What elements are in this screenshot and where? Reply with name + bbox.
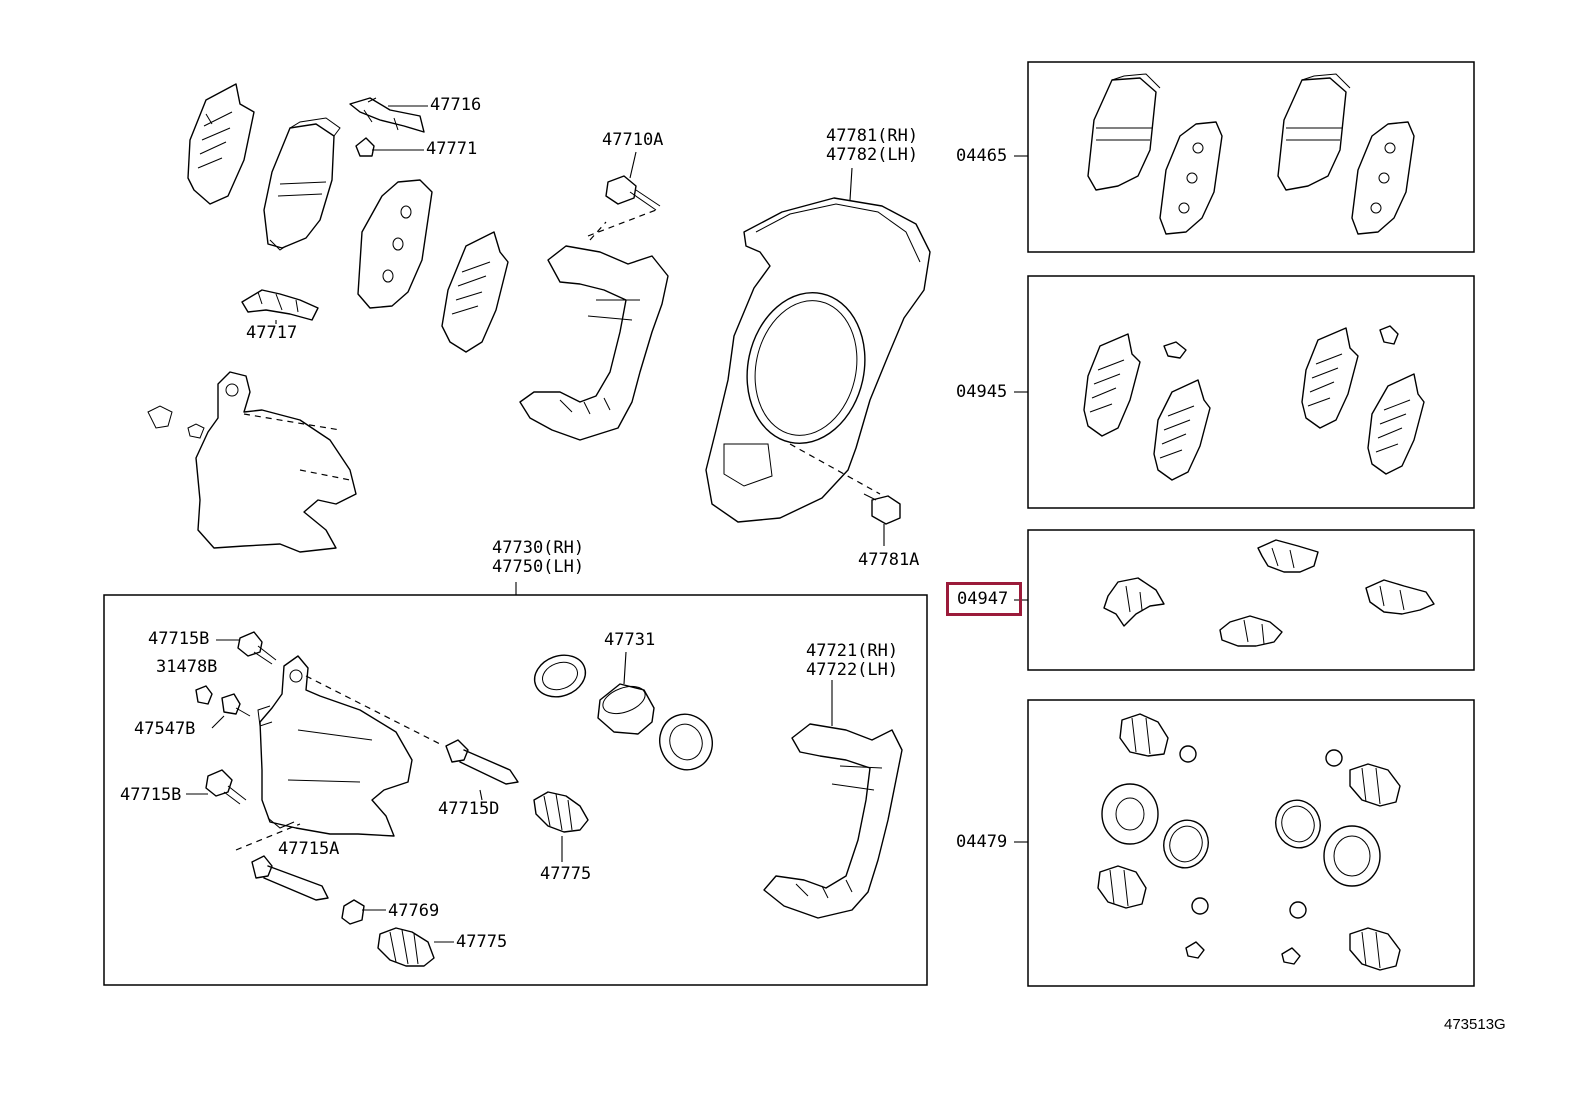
kit-04479-boot-ring-b[interactable]	[1323, 825, 1381, 887]
cylinder-boot-ring[interactable]	[652, 707, 720, 777]
callout-47750-lh: 47750(LH)	[492, 557, 585, 577]
clip-47716[interactable]	[349, 97, 425, 133]
kit-04945-clip-b[interactable]	[1379, 325, 1399, 345]
callout-47771: 47771	[426, 139, 478, 159]
kit-04479-boot-ring-a[interactable]	[1101, 783, 1159, 845]
callout-47782-lh: 47782(LH)	[826, 145, 919, 165]
callout-47775-bottom: 47775	[456, 932, 508, 952]
inner-shim-right[interactable]	[441, 231, 509, 353]
kit-04465-pad-a[interactable]	[1087, 73, 1161, 191]
bush-47769[interactable]	[341, 899, 365, 925]
piston-47731[interactable]	[597, 681, 655, 735]
callout-47716: 47716	[430, 95, 482, 115]
clip-47717[interactable]	[241, 289, 319, 321]
kit-04465-shim-a[interactable]	[1159, 121, 1223, 235]
callout-47781-rh: 47781(RH)	[826, 126, 919, 146]
guide-pin-47715D[interactable]	[445, 739, 519, 785]
kit-04947-clip-c[interactable]	[1365, 579, 1435, 615]
callout-47547B: 47547B	[134, 719, 196, 739]
kit-04479-boot-a[interactable]	[1119, 713, 1169, 757]
bolt-47715B-mid[interactable]	[205, 769, 247, 805]
caliper-bracket-47721	[519, 209, 669, 441]
callout-47715D: 47715D	[438, 799, 500, 819]
callout-47722-lh: 47722(LH)	[806, 660, 899, 680]
kit-04947-clip-d[interactable]	[1219, 615, 1283, 647]
kit-04945-shim-b[interactable]	[1153, 379, 1211, 481]
bolt-47781A[interactable]	[863, 493, 901, 525]
kit-04479-seal-a[interactable]	[1157, 814, 1215, 874]
kit-04479-boot-d[interactable]	[1349, 927, 1401, 971]
kit-box-04465	[1027, 61, 1475, 253]
kit-04479-boot-b[interactable]	[1349, 763, 1401, 807]
kit-04945-shim-a[interactable]	[1083, 333, 1141, 437]
kit-04945-shim-d[interactable]	[1367, 373, 1425, 475]
kit-04479-bush-b[interactable]	[1325, 749, 1343, 767]
kit-04479-seal-b[interactable]	[1269, 794, 1327, 854]
kit-04945-clip-a[interactable]	[1163, 341, 1187, 359]
kit-04479-plug-a[interactable]	[1185, 941, 1205, 959]
callout-47710A: 47710A	[602, 130, 664, 150]
kit-box-04479	[1027, 699, 1475, 987]
kit-04479-plug-b[interactable]	[1281, 947, 1301, 965]
callout-47717: 47717	[246, 323, 298, 343]
kit-label-04465[interactable]: 04465	[956, 146, 1008, 166]
boot-47775-mid[interactable]	[533, 791, 589, 833]
callout-47721-rh: 47721(RH)	[806, 641, 899, 661]
kit-04465-pad-b[interactable]	[1277, 73, 1351, 191]
piston-seal-47731-ring[interactable]	[529, 648, 592, 703]
kit-box-04945	[1027, 275, 1475, 509]
callout-47715B-top: 47715B	[148, 629, 210, 649]
kit-04479-bush-c[interactable]	[1191, 897, 1209, 915]
anti-squeal-shim[interactable]	[357, 179, 433, 309]
kit-04945-shim-c[interactable]	[1301, 327, 1359, 429]
inner-shim-left[interactable]	[187, 83, 255, 205]
selected-kit-highlight	[946, 582, 1022, 616]
kit-box-04947	[1027, 529, 1475, 671]
kit-04479-bush-d[interactable]	[1289, 901, 1307, 919]
callout-47715A: 47715A	[278, 839, 340, 859]
boot-47775-bottom[interactable]	[377, 927, 435, 967]
caliper-body[interactable]	[257, 655, 441, 837]
bleeder-cap-31478B[interactable]	[195, 685, 213, 705]
kit-label-04479[interactable]: 04479	[956, 832, 1008, 852]
mounting-bracket-47721[interactable]	[763, 723, 903, 919]
callout-47769: 47769	[388, 901, 440, 921]
kit-label-04945[interactable]: 04945	[956, 382, 1008, 402]
brake-pad-left[interactable]	[263, 117, 341, 251]
kit-04479-boot-c[interactable]	[1097, 865, 1147, 909]
dust-cover-47781[interactable]	[705, 197, 931, 523]
kit-label-04947[interactable]: 04947	[957, 589, 1009, 609]
caliper-reference-outline	[147, 371, 357, 553]
callout-31478B: 31478B	[156, 657, 218, 677]
figure-code: 473513G	[1444, 1016, 1506, 1033]
caliper-assembly-box	[103, 594, 928, 986]
bolt-47710A[interactable]	[605, 175, 661, 211]
kit-04947-clip-b[interactable]	[1257, 539, 1319, 573]
bleeder-plug-47547B[interactable]	[221, 693, 251, 717]
clip-47771[interactable]	[355, 137, 375, 157]
guide-pin-47715A[interactable]	[235, 823, 329, 901]
callout-47715B-mid: 47715B	[120, 785, 182, 805]
callout-47731: 47731	[604, 630, 656, 650]
kit-04479-bush-a[interactable]	[1179, 745, 1197, 763]
callout-47730-rh: 47730(RH)	[492, 538, 585, 558]
kit-04465-shim-b[interactable]	[1351, 121, 1415, 235]
kit-04947-clip-a[interactable]	[1103, 577, 1165, 627]
callout-47781A: 47781A	[858, 550, 920, 570]
bolt-47715B-top[interactable]	[237, 631, 277, 665]
callout-47775-mid: 47775	[540, 864, 592, 884]
